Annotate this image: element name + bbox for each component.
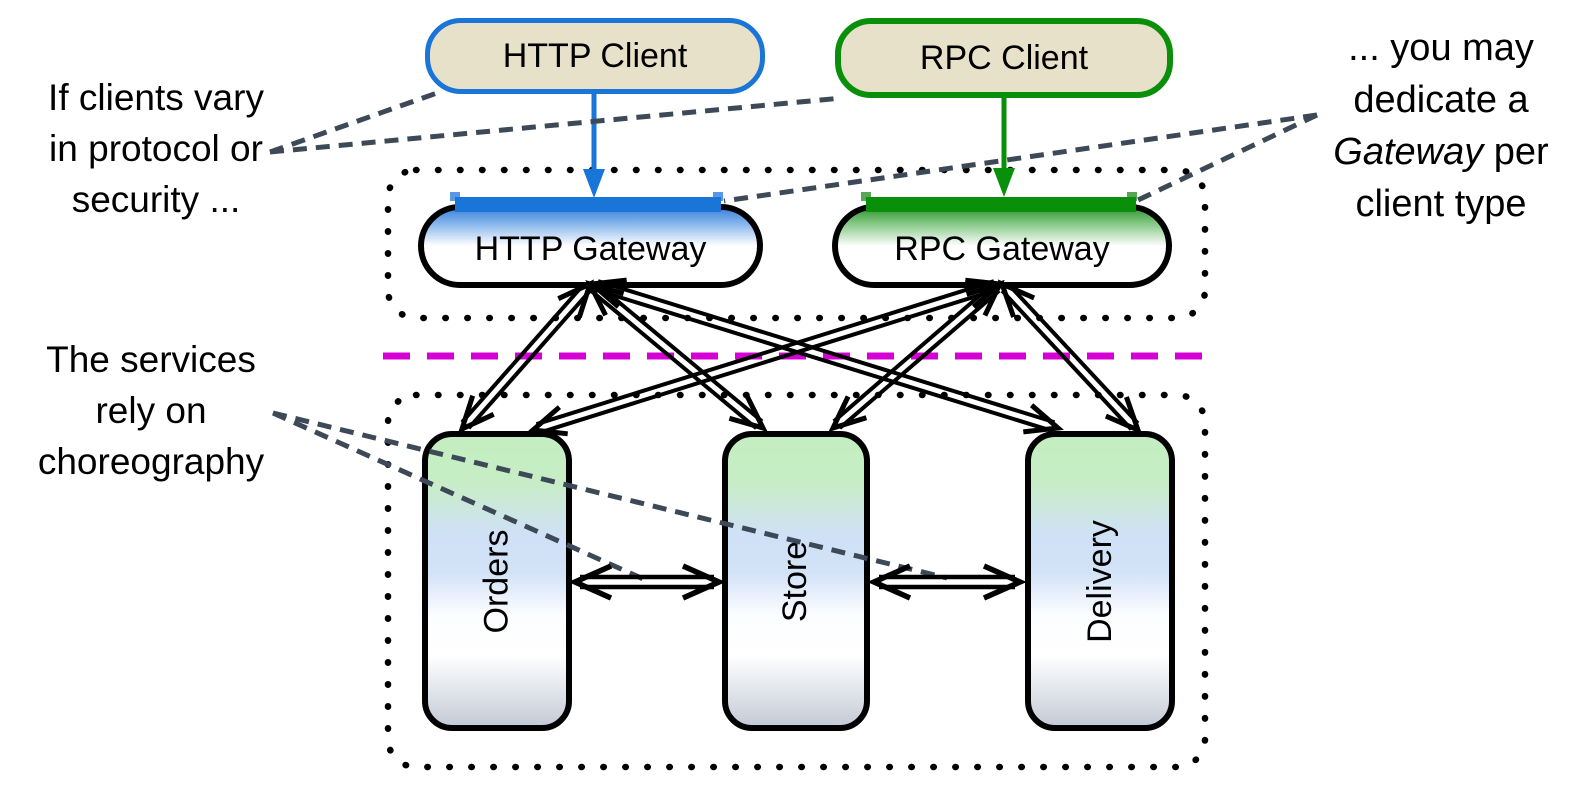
node-label: Delivery — [1080, 519, 1119, 643]
note-line: rely on — [95, 390, 207, 431]
edge-http-gateway-store — [585, 280, 768, 432]
node-service-orders: Orders — [422, 431, 572, 731]
note-line: ... you may — [1348, 27, 1534, 69]
arrow-rpc-client-to-gateway — [993, 98, 1015, 197]
edge-rpc-gateway-store — [828, 279, 1005, 433]
node-label: Orders — [477, 529, 516, 633]
node-http-client: HTTP Client — [425, 18, 765, 94]
note-clients-vary: If clients vary in protocol or security … — [0, 72, 312, 225]
gateway-italic: Gateway — [1333, 131, 1484, 173]
callout-right-to-http-bar — [723, 112, 1318, 204]
note-line: dedicate a — [1353, 79, 1529, 121]
node-rpc-client: RPC Client — [835, 18, 1173, 98]
edge-orders-store — [568, 563, 726, 601]
node-label: HTTP Gateway — [474, 229, 707, 268]
note-line: Gateway per — [1333, 131, 1549, 173]
node-http-gateway: HTTP Gateway — [418, 204, 763, 288]
note-line: choreography — [37, 441, 265, 482]
note-line: in protocol or — [49, 128, 263, 169]
note-gateway-per-client: ... you may dedicate a Gateway per clien… — [1308, 22, 1574, 230]
arrow-http-client-to-gateway — [583, 93, 605, 198]
callout-right-to-rpc-bar — [1134, 112, 1319, 204]
callout-left-to-rpc-client — [269, 95, 843, 155]
note-choreography: The services rely on choreography — [18, 334, 284, 487]
node-rpc-gateway: RPC Gateway — [832, 204, 1172, 288]
node-label: HTTP Client — [502, 36, 688, 75]
note-line: security ... — [71, 179, 241, 220]
edge-http-gateway-delivery — [586, 277, 1064, 435]
note-line: If clients vary — [48, 77, 264, 118]
node-label: RPC Gateway — [894, 229, 1110, 268]
note-line: client type — [1355, 183, 1527, 225]
node-label: Store — [776, 540, 815, 622]
node-service-delivery: Delivery — [1025, 431, 1175, 731]
note-line: The services — [46, 339, 256, 380]
edge-rpc-gateway-delivery — [997, 279, 1143, 435]
edge-http-gateway-orders — [457, 279, 595, 434]
node-service-store: Store — [722, 431, 870, 731]
edge-store-delivery — [867, 563, 1027, 601]
node-label: RPC Client — [919, 38, 1089, 77]
edge-rpc-gateway-orders — [527, 277, 1006, 437]
